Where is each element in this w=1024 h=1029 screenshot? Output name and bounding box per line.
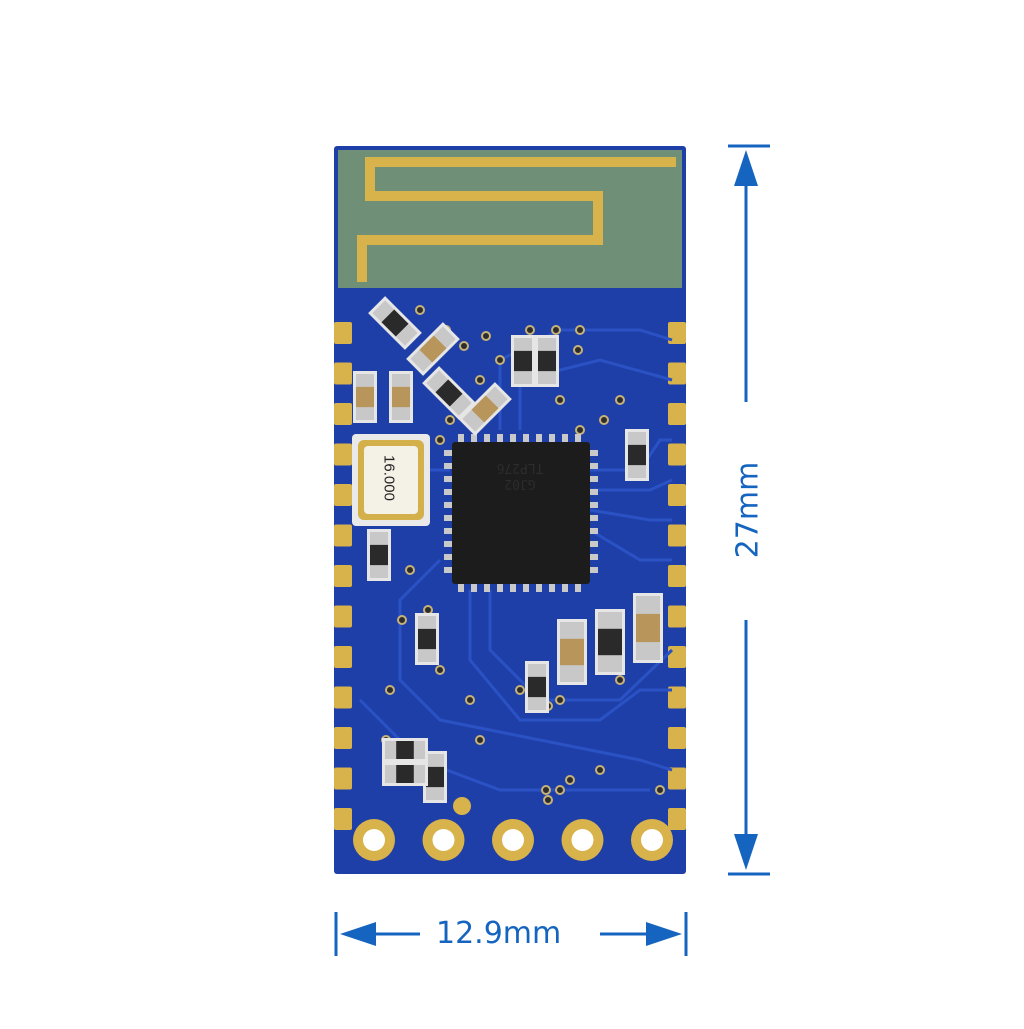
edge-pad <box>668 605 686 628</box>
via <box>435 665 445 675</box>
edge-pad <box>334 362 352 385</box>
via <box>459 341 469 351</box>
right-edge-pads <box>668 322 686 830</box>
antenna-trace <box>357 157 676 282</box>
arrow-down-icon <box>734 834 758 870</box>
edge-pad <box>668 443 686 466</box>
via <box>595 765 605 775</box>
via <box>481 331 491 341</box>
chip-marking: GJ02 TLP276 <box>497 459 544 491</box>
via <box>445 415 455 425</box>
smd-component <box>511 335 535 387</box>
antenna-keepout-area <box>338 150 682 288</box>
via <box>423 605 433 615</box>
via <box>573 345 583 355</box>
via <box>385 685 395 695</box>
via <box>615 675 625 685</box>
smd-component <box>406 322 460 376</box>
edge-pad <box>668 403 686 425</box>
chip-marking-line-2: TLP276 <box>496 460 544 475</box>
via <box>599 415 609 425</box>
smd-component <box>367 529 391 581</box>
chip-marking-line-1: GJ02 <box>504 476 536 491</box>
smd-component <box>382 738 428 762</box>
smd-component <box>389 371 413 423</box>
edge-pad <box>334 443 352 466</box>
via <box>541 785 551 795</box>
smd-component <box>382 762 428 786</box>
edge-pad <box>668 767 686 790</box>
edge-pad <box>334 727 352 749</box>
smd-components <box>353 296 663 803</box>
width-dimension-label: 12.9mm <box>436 916 562 951</box>
edge-pad <box>668 686 686 709</box>
edge-pad <box>668 727 686 749</box>
edge-pad <box>334 605 352 628</box>
arrow-right-icon <box>646 922 682 946</box>
via <box>575 325 585 335</box>
smd-component <box>353 371 377 423</box>
bottom-pin-holes <box>353 797 673 861</box>
crystal-oscillator <box>352 434 430 526</box>
via <box>435 435 445 445</box>
smd-component <box>595 609 625 675</box>
edge-pad <box>334 646 352 668</box>
via <box>555 785 565 795</box>
height-dimension-label: 27mm <box>730 461 766 559</box>
via <box>475 375 485 385</box>
via <box>397 615 407 625</box>
edge-pad <box>668 362 686 385</box>
arrow-up-icon <box>734 150 758 186</box>
via <box>555 695 565 705</box>
height-dimension <box>728 144 770 876</box>
edge-pad <box>668 565 686 587</box>
smd-component <box>422 366 476 420</box>
crystal-frequency-marking: 16.000 <box>380 455 398 501</box>
edge-pad <box>334 565 352 587</box>
via <box>565 775 575 785</box>
via <box>543 795 553 805</box>
via <box>655 785 665 795</box>
via <box>475 735 485 745</box>
edge-pad <box>334 767 352 790</box>
via <box>405 565 415 575</box>
smd-component <box>368 296 422 350</box>
edge-pad <box>334 524 352 547</box>
smd-component <box>458 382 512 436</box>
via <box>465 695 475 705</box>
via <box>495 355 505 365</box>
smd-component <box>633 593 663 663</box>
via <box>551 325 561 335</box>
via <box>515 685 525 695</box>
edge-pad <box>334 403 352 425</box>
via <box>555 395 565 405</box>
edge-pad <box>334 808 352 830</box>
via <box>575 425 585 435</box>
via <box>525 325 535 335</box>
main-ic <box>444 434 598 592</box>
edge-pad <box>334 484 352 506</box>
edge-pad <box>668 808 686 830</box>
via <box>615 395 625 405</box>
edge-pad <box>668 524 686 547</box>
edge-pad <box>668 322 686 344</box>
edge-pad <box>334 322 352 344</box>
smd-component <box>415 613 439 665</box>
pin1-marker <box>453 797 471 815</box>
smd-component <box>535 335 559 387</box>
smd-component <box>525 661 549 713</box>
smd-component <box>557 619 587 685</box>
edge-pad <box>334 686 352 709</box>
smd-component <box>625 429 649 481</box>
left-edge-pads <box>334 322 352 830</box>
edge-pad <box>668 484 686 506</box>
via <box>415 305 425 315</box>
arrow-left-icon <box>340 922 376 946</box>
